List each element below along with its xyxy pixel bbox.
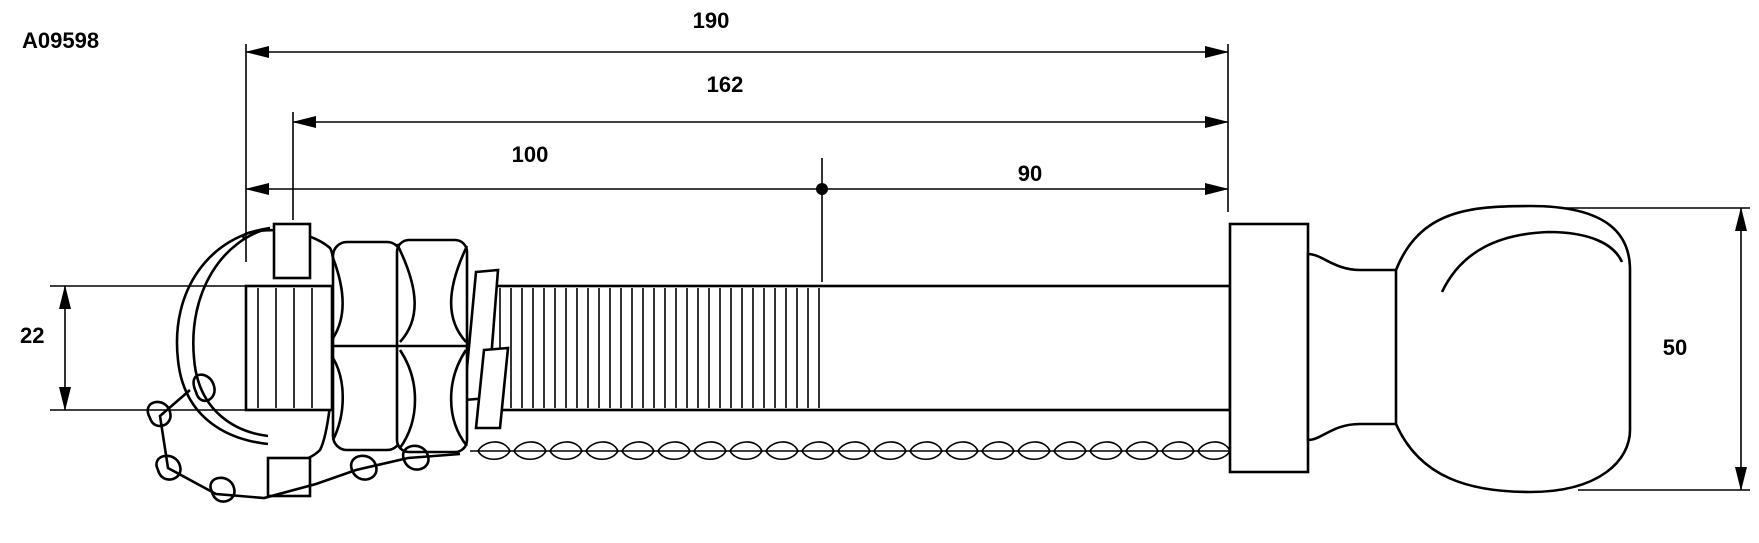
chain-link — [837, 441, 871, 461]
chain-link — [1053, 441, 1087, 461]
chain-links — [477, 441, 1231, 461]
chain-link — [909, 441, 943, 461]
part-number-label: A09598 — [22, 28, 99, 53]
chain-link — [1089, 441, 1123, 461]
flange-collar — [1228, 222, 1310, 474]
chain-link — [1017, 441, 1051, 461]
retaining-wire-loop — [175, 226, 271, 446]
chain-link — [729, 441, 763, 461]
split-pin — [462, 268, 510, 430]
chain-link — [873, 441, 907, 461]
dim-ball-diameter-label: 50 — [1663, 335, 1687, 360]
pin-cap — [244, 222, 334, 498]
chain-link — [801, 441, 835, 461]
dimension-lines — [59, 46, 1747, 491]
dim-thread-diameter-label: 22 — [20, 323, 44, 348]
chain-link — [657, 441, 691, 461]
chain-link — [945, 441, 979, 461]
pin-shank — [488, 284, 1232, 412]
chain-link — [765, 441, 799, 461]
coupling-ball — [1394, 204, 1632, 494]
chain-link — [693, 441, 727, 461]
shank-threads — [499, 288, 820, 408]
dim-junction-dot — [816, 183, 828, 195]
chain-link — [477, 441, 511, 461]
dim-thread-length-label: 100 — [512, 142, 549, 167]
chain-link — [1125, 441, 1159, 461]
chain-link — [621, 441, 655, 461]
chain-link — [513, 441, 547, 461]
chain-link — [549, 441, 583, 461]
retaining-chain — [146, 373, 1231, 503]
hex-nut-2 — [395, 238, 469, 454]
dim-shank-length-label: 162 — [707, 72, 744, 97]
dim-plain-length-label: 90 — [1018, 161, 1042, 186]
chain-link — [1161, 441, 1195, 461]
dim-overall-length-label: 190 — [693, 8, 730, 33]
ball-neck — [1306, 252, 1402, 442]
chain-link — [585, 441, 619, 461]
chain-link — [981, 441, 1015, 461]
hex-nut-1 — [331, 240, 403, 452]
